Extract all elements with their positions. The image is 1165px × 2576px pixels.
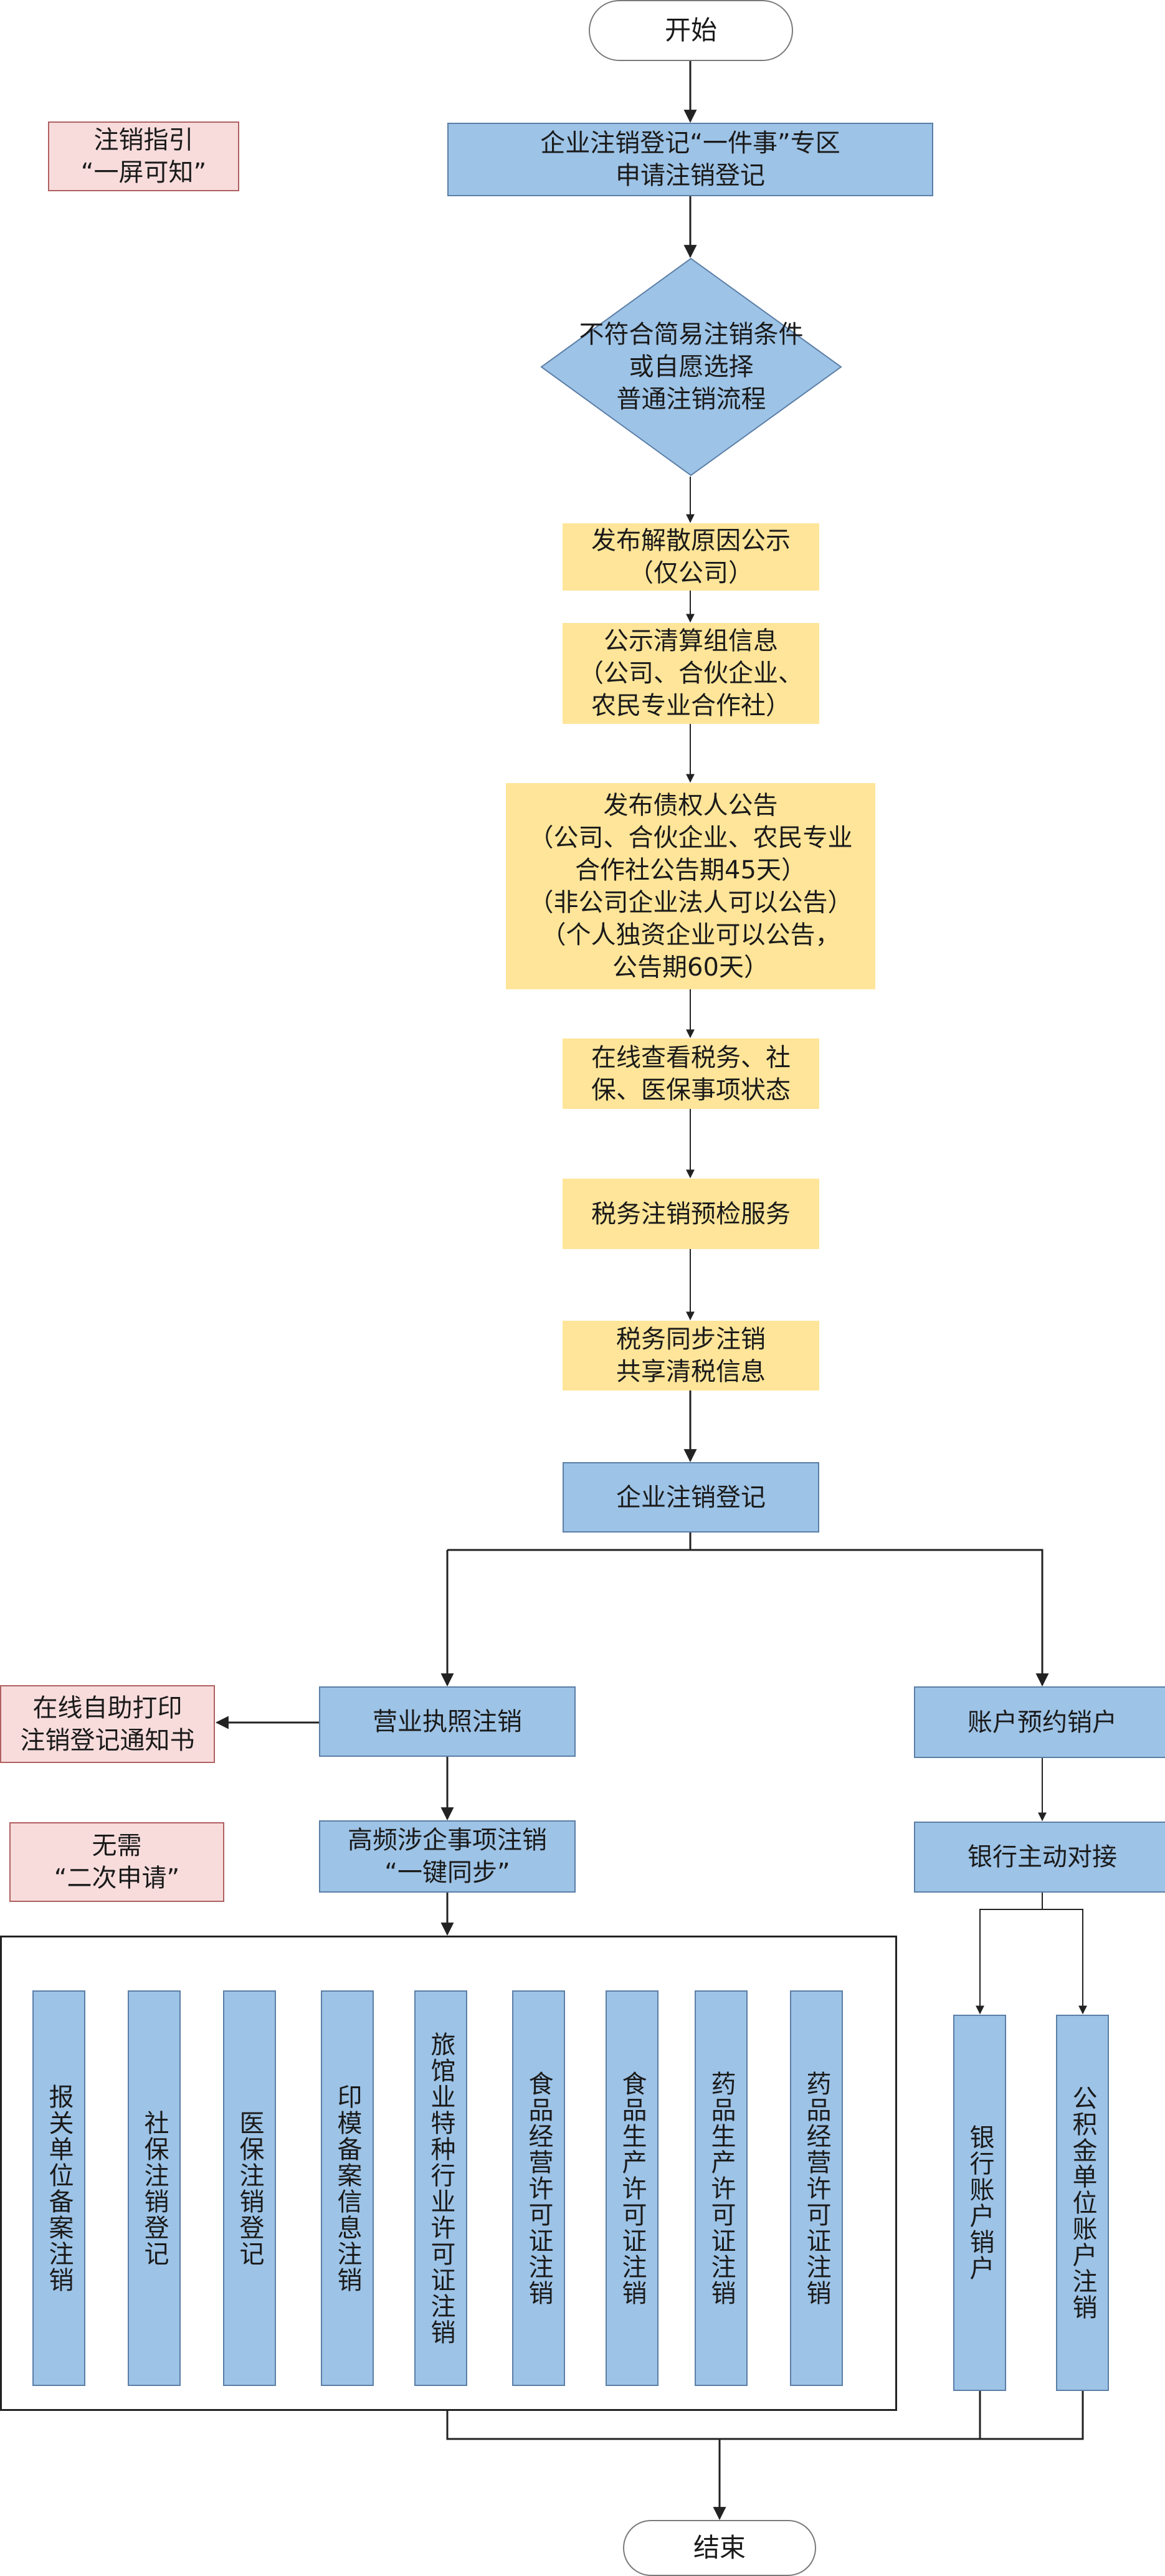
decision-text: 不符合简易注销条件 或自愿选择 普通注销流程	[579, 320, 804, 414]
sync-item-customs: 报关单位备案注销	[32, 1990, 85, 2386]
branch-split-line	[447, 1533, 692, 1551]
step-tax-sync: 税务同步注销 共享清税信息	[563, 1321, 819, 1390]
step-status: 在线查看税务、社 保、医保事项状态	[563, 1038, 819, 1109]
step-account: 账户预约销户	[914, 1686, 1165, 1758]
bank-item-provident-fund: 公积金单位账户注销	[1056, 2015, 1109, 2391]
note-no-reapply: 无需 “二次申请”	[9, 1822, 224, 1902]
sync-item-food-operation: 食品经营许可证注销	[512, 1990, 565, 2386]
step-registration: 企业注销登记	[563, 1462, 819, 1533]
sync-item-drug-operation: 药品经营许可证注销	[790, 1990, 843, 2386]
step-creditor: 发布债权人公告 （公司、合伙企业、农民专业 合作社公告期45天） （非公司企业法…	[506, 783, 875, 989]
merge-line-right	[980, 2391, 1084, 2440]
sync-items-group	[0, 1936, 897, 2411]
sync-item-hotel-license: 旅馆业特种行业许可证注销	[414, 1990, 467, 2386]
step-license: 营业执照注销	[319, 1686, 576, 1757]
sync-item-social-security: 社保注销登记	[128, 1990, 181, 2386]
bank-item-account-closure: 银行账户销户	[953, 2015, 1006, 2391]
step-bank-dock: 银行主动对接	[914, 1822, 1165, 1893]
sync-item-food-production: 食品生产许可证注销	[606, 1990, 659, 2386]
end-terminal: 结束	[623, 2520, 816, 2576]
step-apply: 企业注销登记“一件事”专区 申请注销登记	[447, 123, 933, 196]
step-liquidation: 公示清算组信息 （公司、合伙企业、 农民专业合作社）	[563, 623, 819, 724]
decision-diamond: 不符合简易注销条件 或自愿选择 普通注销流程	[540, 257, 842, 477]
start-terminal: 开始	[589, 0, 793, 61]
note-print: 在线自助打印 注销登记通知书	[0, 1685, 215, 1763]
step-dissolve: 发布解散原因公示 （仅公司）	[563, 523, 819, 591]
merge-line-left	[446, 2391, 981, 2440]
arrow-to-account	[690, 1549, 1049, 1687]
bank-split-line-right	[1042, 1909, 1087, 2015]
bank-split-line	[976, 1893, 1043, 2015]
step-high-freq: 高频涉企事项注销 “一键同步”	[319, 1820, 576, 1893]
sync-item-drug-production: 药品生产许可证注销	[695, 1990, 748, 2386]
sync-item-medical-insurance: 医保注销登记	[223, 1990, 276, 2386]
note-guide: 注销指引 “一屏可知”	[48, 121, 239, 191]
step-tax-precheck: 税务注销预检服务	[563, 1179, 819, 1249]
sync-item-seal-filing: 印模备案信息注销	[321, 1990, 374, 2386]
